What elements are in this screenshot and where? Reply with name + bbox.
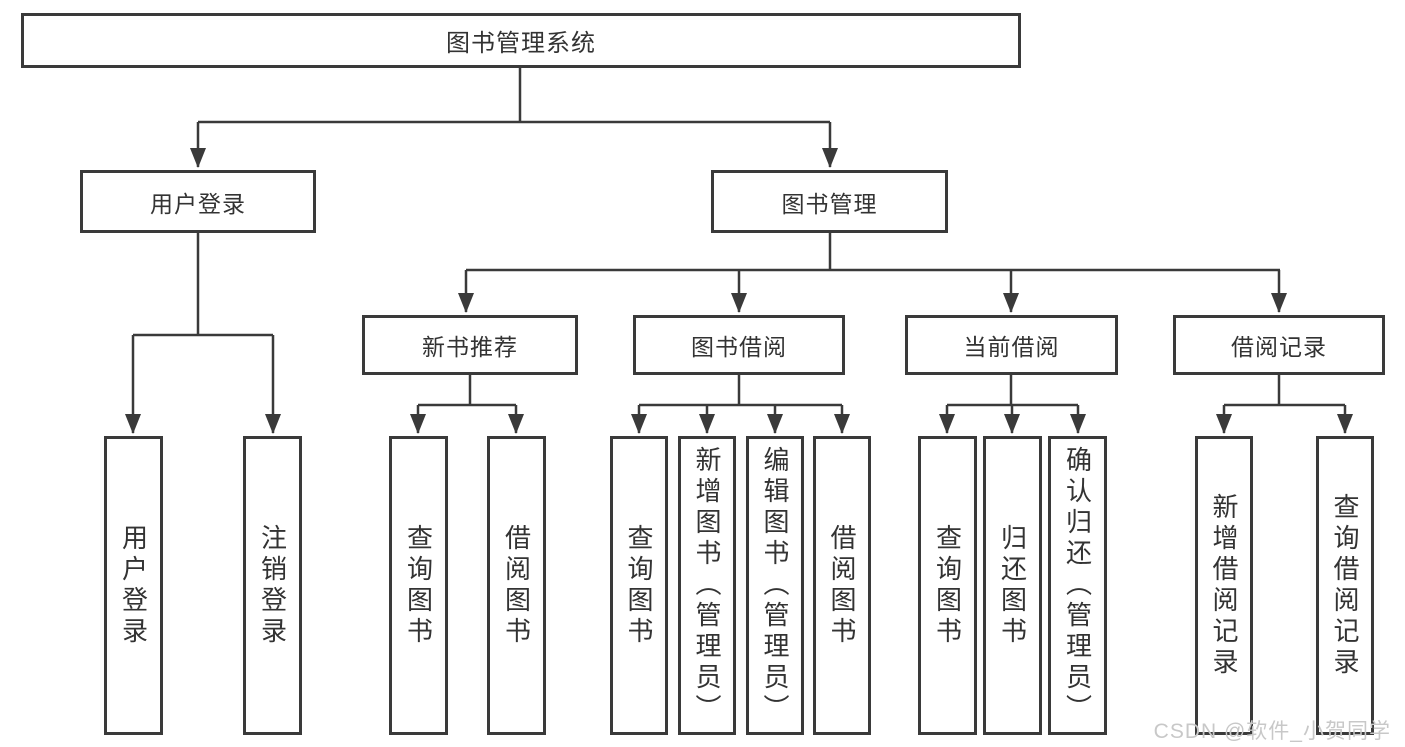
leaf-query-books-1: 查询图书 (389, 436, 448, 735)
node-label: 用户登录 (150, 190, 246, 217)
node-current-borrow: 当前借阅 (905, 315, 1118, 375)
leaf-label: 编辑图书（管理员） (760, 446, 790, 725)
leaf-query-books-3: 查询图书 (918, 436, 977, 735)
leaf-confirm-return-admin: 确认归还（管理员） (1048, 436, 1107, 735)
leaf-label: 查询图书 (932, 523, 963, 648)
leaf-label: 确认归还（管理员） (1062, 446, 1093, 725)
leaf-label: 归还图书 (997, 523, 1028, 648)
node-book-borrow: 图书借阅 (633, 315, 845, 375)
node-label: 图书管理系统 (446, 30, 596, 57)
csdn-watermark: CSDN @软件_小贺同学 (1153, 720, 1391, 743)
node-label: 图书管理 (781, 190, 878, 217)
leaf-label: 借阅图书 (827, 523, 857, 648)
node-user-login: 用户登录 (80, 170, 316, 233)
leaf-label: 借阅图书 (501, 523, 532, 648)
leaf-label: 新增借阅记录 (1209, 492, 1239, 679)
leaf-borrow-books-1: 借阅图书 (487, 436, 546, 735)
leaf-label: 新增图书（管理员） (692, 446, 722, 725)
node-label: 图书借阅 (691, 334, 787, 360)
leaf-return-books: 归还图书 (983, 436, 1042, 735)
node-book-management: 图书管理 (711, 170, 948, 233)
leaf-label: 查询借阅记录 (1330, 492, 1360, 679)
leaf-add-borrow-record: 新增借阅记录 (1195, 436, 1253, 735)
node-label: 借阅记录 (1231, 334, 1327, 360)
leaf-add-books-admin: 新增图书（管理员） (678, 436, 736, 735)
node-label: 当前借阅 (963, 334, 1060, 360)
node-borrow-records: 借阅记录 (1173, 315, 1385, 375)
leaf-edit-books-admin: 编辑图书（管理员） (746, 436, 804, 735)
node-root-system: 图书管理系统 (21, 13, 1021, 68)
node-label: 新书推荐 (422, 334, 518, 360)
node-new-book-recommend: 新书推荐 (362, 315, 578, 375)
leaf-logout: 注销登录 (243, 436, 302, 735)
leaf-borrow-books-2: 借阅图书 (813, 436, 871, 735)
leaf-label: 注销登录 (257, 523, 288, 648)
leaf-user-login: 用户登录 (104, 436, 163, 735)
leaf-query-books-2: 查询图书 (610, 436, 668, 735)
leaf-label: 查询图书 (403, 523, 434, 648)
leaf-query-borrow-record: 查询借阅记录 (1316, 436, 1374, 735)
leaf-label: 用户登录 (118, 523, 149, 648)
leaf-label: 查询图书 (624, 523, 654, 648)
